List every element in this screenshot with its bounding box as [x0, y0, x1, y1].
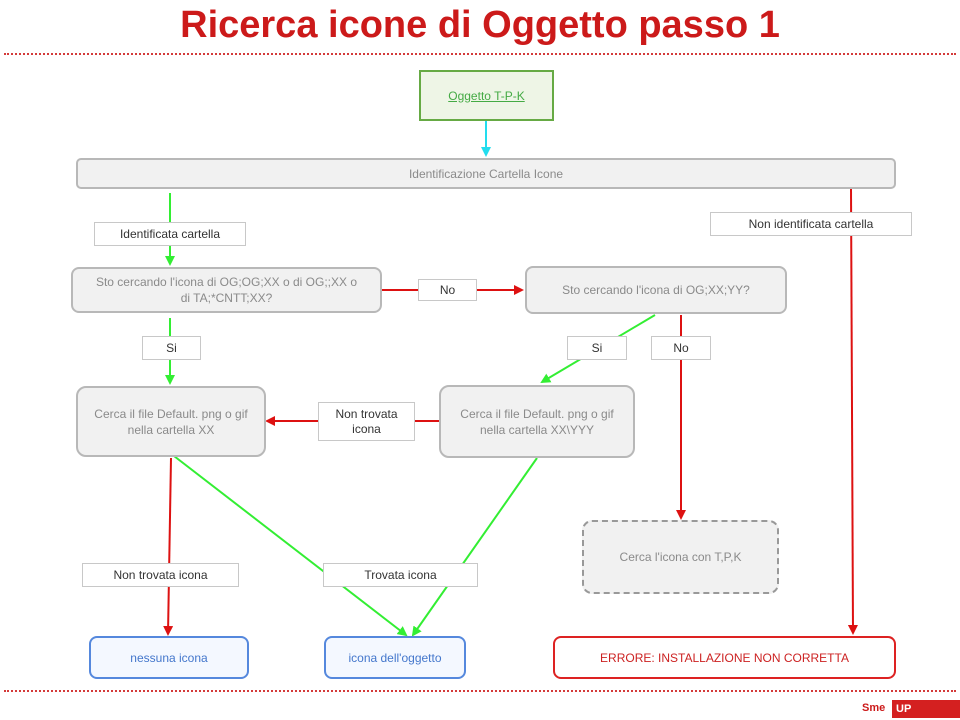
node-cerca-default-xxyy: Cerca il file Default. png o gif nella c… [439, 385, 635, 458]
edge-label-non-identificata: Non identificata cartella [710, 212, 912, 236]
node-sto-cercando-1: Sto cercando l'icona di OG;OG;XX o di OG… [71, 267, 382, 313]
node-identificazione: Identificazione Cartella Icone [76, 158, 896, 189]
edge-label-non-trovata-1: Non trovata icona [318, 402, 415, 441]
edge-label-no-2: No [651, 336, 711, 360]
node-oggetto-link[interactable]: Oggetto T-P-K [448, 88, 525, 103]
node-icona-oggetto: icona dell'oggetto [324, 636, 466, 679]
edge-label-si-2: Si [567, 336, 627, 360]
bottom-divider [4, 690, 956, 692]
edge-label-si-1: Si [142, 336, 201, 360]
edge-trovata-from-xxyy [411, 457, 538, 637]
edge-label-identificata: Identificata cartella [94, 222, 246, 246]
edge-non-trovata-2 [163, 457, 174, 636]
brand-logo: Sme UP [862, 700, 960, 718]
node-errore: ERRORE: INSTALLAZIONE NON CORRETTA [553, 636, 896, 679]
brand-sme: Sme [862, 702, 886, 714]
edge-trovata-from-xx [173, 455, 408, 637]
brand-up: UP [892, 700, 960, 718]
edge-label-no-1: No [418, 279, 477, 301]
edge-label-trovata: Trovata icona [323, 563, 478, 587]
edge-label-non-trovata-2: Non trovata icona [82, 563, 239, 587]
page-title: Ricerca icone di Oggetto passo 1 [180, 4, 780, 46]
node-oggetto[interactable]: Oggetto T-P-K [419, 70, 554, 121]
edge-non-identificata [847, 187, 858, 635]
node-cerca-tpk: Cerca l'icona con T,P,K [582, 520, 779, 594]
node-cerca-default-xx: Cerca il file Default. png o gif nella c… [76, 386, 266, 457]
node-sto-cercando-2: Sto cercando l'icona di OG;XX;YY? [525, 266, 787, 314]
top-divider [4, 53, 956, 55]
node-nessuna-icona: nessuna icona [89, 636, 249, 679]
